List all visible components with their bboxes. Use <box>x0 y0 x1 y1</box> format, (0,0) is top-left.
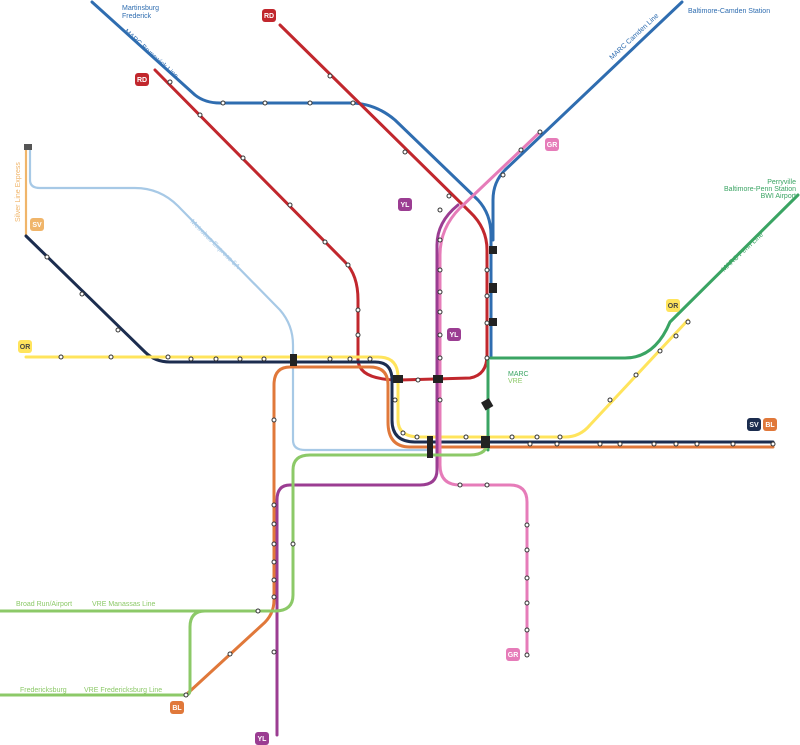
sv-badge-right: SV <box>747 418 761 431</box>
yl-badge-mid: YL <box>447 328 461 341</box>
label-martinsburg: Martinsburg <box>122 5 159 12</box>
label-penn-line: MARC Penn Line <box>721 231 765 273</box>
label-broad-run: Broad Run/Airport <box>16 601 72 608</box>
marc-brunswick-line <box>90 0 493 360</box>
svg-text:OR: OR <box>668 303 679 310</box>
or-badge-left: OR <box>18 340 32 353</box>
svg-text:YL: YL <box>450 332 460 339</box>
svg-text:BL: BL <box>172 705 182 712</box>
vre-manassas-line <box>0 438 490 613</box>
vre-fredericksburg-line <box>0 609 207 697</box>
bl-badge-right: BL <box>763 418 777 431</box>
label-camden-station: Baltimore-Camden Station <box>688 8 770 15</box>
label-marc: MARC <box>508 371 529 378</box>
green-line <box>438 130 542 657</box>
label-brunswick-line: MARC Brunswick Line <box>123 28 180 80</box>
orange-line <box>186 365 775 695</box>
sv-badge-left: SV <box>30 218 44 231</box>
svg-text:YL: YL <box>258 736 268 743</box>
svg-text:YL: YL <box>401 202 411 209</box>
svg-text:SV: SV <box>32 222 42 229</box>
svg-text:RD: RD <box>264 13 274 20</box>
label-vre-fredericksburg: VRE Fredericksburg Line <box>84 687 162 694</box>
svg-text:OR: OR <box>20 344 31 351</box>
rd-badge-left: RD <box>135 73 149 86</box>
bl-badge-bottom: BL <box>170 701 184 714</box>
label-vre: VRE <box>508 378 523 385</box>
label-silver-line-express: Silver Line Express <box>15 162 22 222</box>
svg-text:GR: GR <box>547 142 558 149</box>
gr-badge-bottom: GR <box>506 648 520 661</box>
label-bwi-airport: BWI Airport <box>761 193 796 200</box>
label-camden-line: MARC Camden Line <box>609 12 661 61</box>
silver-line <box>24 234 775 444</box>
purple-line <box>275 203 460 737</box>
marc-penn-line <box>489 193 800 360</box>
svg-text:BL: BL <box>765 422 775 429</box>
stations <box>44 73 776 698</box>
transfer-hubs <box>24 144 497 458</box>
label-vre-manassas: VRE Manassas Line <box>92 601 156 608</box>
yl-badge-bottom: YL <box>255 732 269 745</box>
or-badge-right: OR <box>666 299 680 312</box>
svg-text:GR: GR <box>508 652 519 659</box>
label-frederick: Frederick <box>122 13 152 20</box>
metrobus-express-line <box>28 145 432 452</box>
label-metrobus: Metrobus Express 5A <box>189 218 242 271</box>
svg-text:SV: SV <box>749 422 759 429</box>
label-perryville: Perryville <box>767 179 796 186</box>
yl-badge-top: YL <box>398 198 412 211</box>
gr-badge-top: GR <box>545 138 559 151</box>
rd-badge-top: RD <box>262 9 276 22</box>
label-penn-station: Baltimore-Penn Station <box>724 186 796 193</box>
marc-camden-line <box>491 0 684 242</box>
svg-text:RD: RD <box>137 77 147 84</box>
label-fredericksburg: Fredericksburg <box>20 687 67 694</box>
